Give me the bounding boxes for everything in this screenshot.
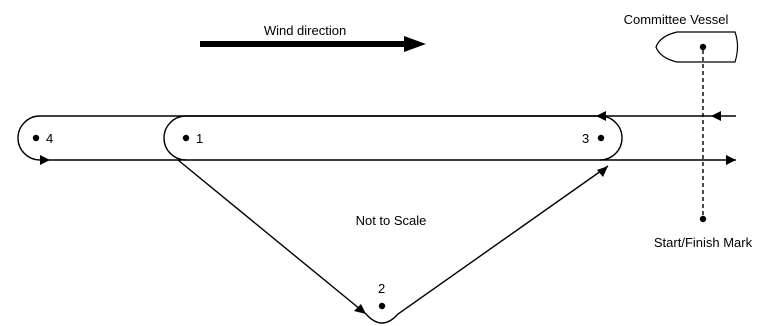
wind-direction-arrow (200, 36, 426, 52)
arrow-bottom-right-1 (40, 155, 50, 165)
start-finish-mark-label: Start/Finish Mark (654, 235, 753, 250)
committee-vessel-hull (655, 31, 739, 63)
mark-3-label: 3 (582, 131, 589, 146)
mark-2-dot (378, 302, 386, 310)
arrow-bottom-right-2 (726, 155, 736, 165)
outer-loop-path (17, 115, 600, 161)
not-to-scale-note: Not to Scale (356, 213, 427, 228)
mark-1-dot (182, 134, 190, 142)
arrow-down-leg (354, 304, 366, 314)
mark-4-dot (32, 134, 40, 142)
mark-1-label: 1 (196, 131, 203, 146)
committee-vessel-pin (699, 43, 707, 51)
arrow-up-leg (597, 166, 608, 177)
inner-loop-path (163, 115, 623, 161)
arrow-top-left-1 (596, 111, 606, 121)
start-finish-mark (699, 215, 707, 223)
mark-4-label: 4 (46, 131, 53, 146)
arrow-top-left-2 (711, 111, 721, 121)
wind-direction-label: Wind direction (264, 23, 346, 38)
mark-3-dot (597, 134, 605, 142)
triangle-legs-path (177, 159, 609, 324)
committee-vessel-label: Committee Vessel (624, 12, 729, 27)
mark-2-label: 2 (378, 281, 385, 296)
